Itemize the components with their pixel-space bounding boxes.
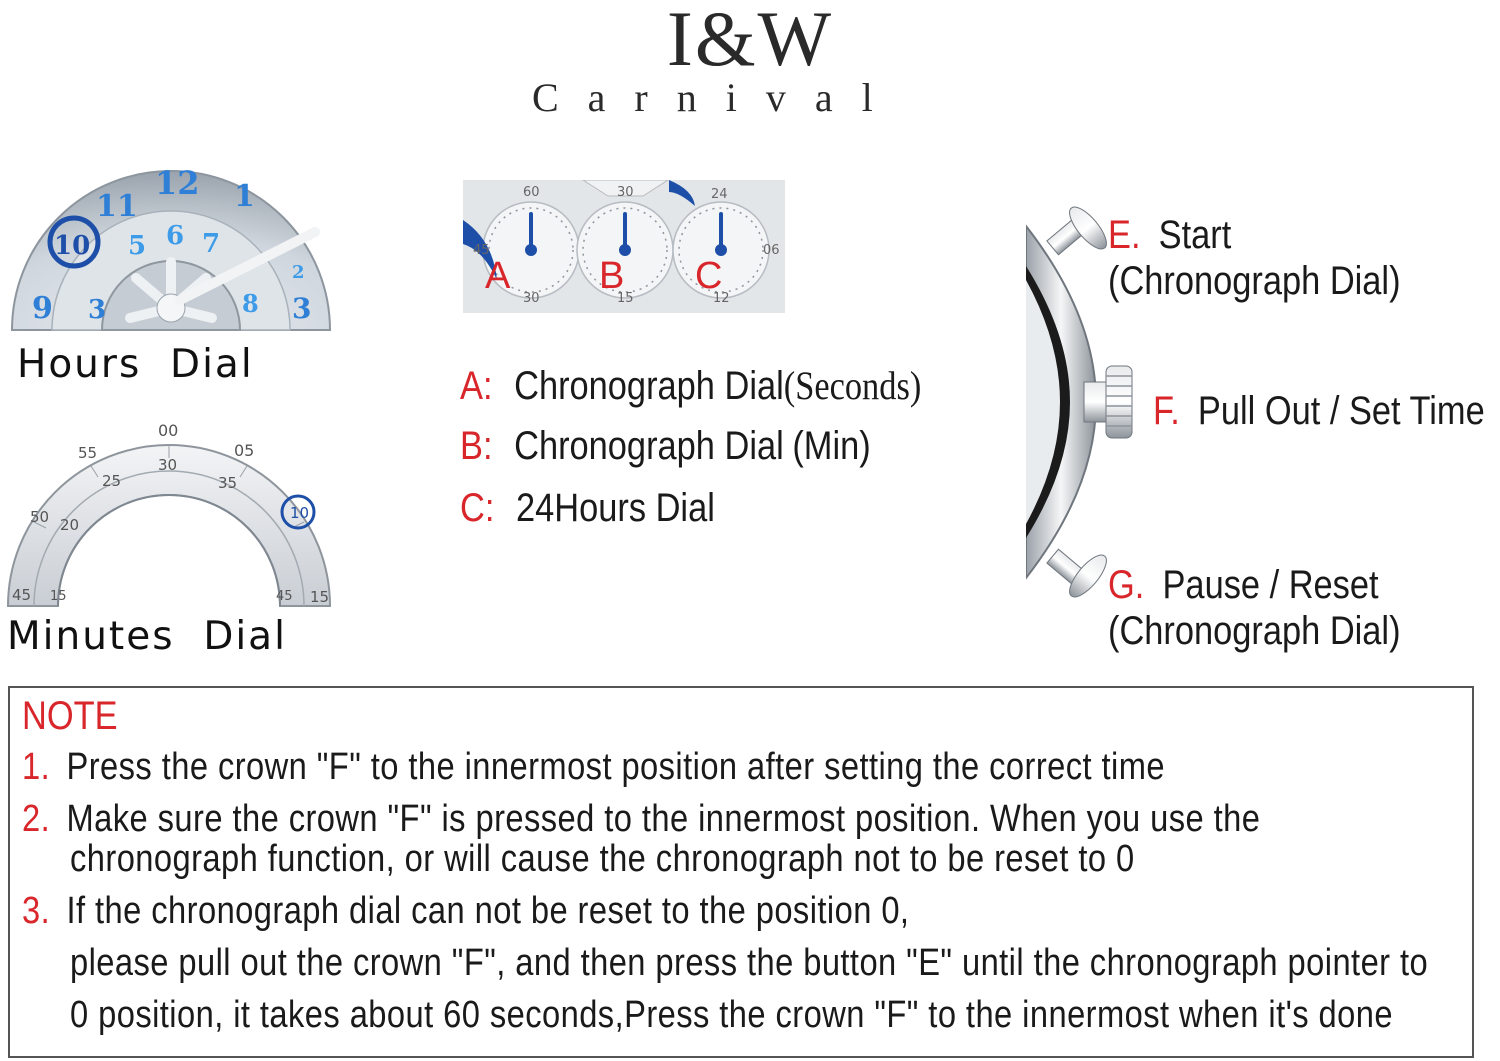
note-title: NOTE [22, 694, 118, 738]
button-e-text: Start [1158, 213, 1232, 257]
hours-dial-numeral: 2 [292, 262, 305, 283]
legend-text: Chronograph Dial [514, 424, 784, 468]
minutes-dial-illustration: 00 05 10 15 20 25 30 35 45 50 55 15 45 [6, 421, 332, 607]
legend-item-c: C: 24Hours Dial [460, 486, 715, 531]
hours-dial-numeral: 11 [96, 189, 138, 224]
button-e-key: E. [1108, 213, 1141, 257]
subdial-number: 06 [763, 243, 780, 258]
legend-key: A: [460, 364, 493, 408]
legend-text: Chronograph Dial [514, 364, 784, 408]
minutes-dial-label: Minutes Dial [7, 614, 287, 659]
note-text: Make sure the crown "F" is pressed to th… [66, 798, 1261, 840]
subdial-letter-c: C [695, 255, 722, 297]
minutes-dial-numeral: 35 [218, 474, 237, 492]
minutes-dial-numeral: 45 [276, 589, 293, 604]
note-item-3: 3. If the chronograph dial can not be re… [22, 890, 909, 933]
minutes-dial-numeral: 05 [234, 441, 254, 460]
minutes-dial-numeral: 20 [60, 516, 79, 534]
pusher-g[interactable] [1046, 548, 1112, 602]
legend-item-b: B: Chronograph Dial(Min) [460, 424, 871, 469]
subdial-letter-a: A [485, 255, 511, 297]
subdial-letter-b: B [599, 255, 624, 297]
hours-dial-numeral: 3 [88, 295, 106, 325]
minutes-dial-numeral: 10 [290, 504, 309, 522]
note-text: If the chronograph dial can not be reset… [66, 890, 910, 932]
minutes-dial-numeral: 50 [30, 508, 49, 526]
button-e-label: E. Start (Chronograph Dial) [1108, 212, 1401, 304]
note-text-continued: chronograph function, or will cause the … [70, 838, 1135, 880]
legend-key: B: [460, 424, 493, 468]
button-f-text: Pull Out / Set Time [1197, 389, 1485, 433]
note-text-continued: please pull out the crown "F", and then … [70, 942, 1429, 984]
minutes-dial-numeral: 15 [50, 589, 67, 604]
hours-dial-numeral: 10 [54, 231, 90, 261]
button-g-text: Pause / Reset [1162, 563, 1379, 607]
subdial-number: 30 [617, 185, 634, 200]
note-number: 3. [22, 890, 51, 932]
button-g-key: G. [1108, 563, 1145, 607]
hours-dial-label: Hours Dial [17, 342, 254, 387]
legend-extra: (Min) [792, 424, 871, 468]
minutes-dial-numeral: 55 [78, 444, 97, 462]
minutes-dial-numeral: 00 [158, 421, 178, 440]
minutes-dial-numeral: 45 [12, 586, 31, 604]
hours-dial-numeral: 8 [242, 289, 259, 318]
crown-f[interactable] [1083, 365, 1133, 439]
button-g-label: G. Pause / Reset (Chronograph Dial) [1108, 562, 1401, 654]
minutes-dial-numeral: 15 [310, 588, 329, 606]
minutes-dial-numeral: 25 [102, 472, 121, 490]
legend-extra: (Seconds) [783, 363, 922, 408]
button-f-key: F. [1153, 389, 1180, 433]
note-box [8, 686, 1474, 1058]
brand-logo: I&W [666, 0, 834, 82]
subdial-number: 24 [711, 187, 728, 202]
note-item-1: 1. Press the crown "F" to the innermost … [22, 746, 1165, 789]
hours-dial-numeral: 9 [32, 291, 53, 326]
button-g-sub: (Chronograph Dial) [1108, 609, 1401, 653]
hours-dial-numeral: 6 [166, 221, 184, 251]
subdial-number: 30 [523, 291, 540, 306]
watch-case-illustration [1026, 202, 1133, 602]
brand-name: Carnival [532, 75, 902, 120]
note-number: 2. [22, 798, 51, 840]
hours-dial-numeral: 7 [202, 229, 220, 259]
minutes-dial-numeral: 30 [158, 456, 177, 474]
hours-dial-numeral: 5 [128, 231, 146, 261]
subdial-number: 45 [473, 243, 490, 258]
button-f-label: F. Pull Out / Set Time [1153, 388, 1485, 434]
legend-item-a: A: Chronograph Dial(Seconds) [460, 362, 921, 409]
note-number: 1. [22, 746, 51, 788]
hours-dial-numeral: 3 [292, 292, 311, 325]
subdials-illustration: 60 30 24 30 15 12 45 06 A B C [463, 180, 785, 313]
note-text: Press the crown "F" to the innermost pos… [66, 746, 1165, 788]
note-text-continued: 0 position, it takes about 60 seconds,Pr… [70, 994, 1393, 1036]
hours-dial-numeral: 12 [155, 164, 200, 202]
button-e-sub: (Chronograph Dial) [1108, 259, 1401, 303]
legend-text: 24Hours Dial [516, 486, 715, 530]
hours-dial-illustration: 12 1 11 10 9 5 6 7 8 3 3 2 [10, 164, 332, 331]
note-item-2: 2. Make sure the crown "F" is pressed to… [22, 798, 1260, 841]
subdial-number: 12 [713, 291, 730, 306]
hours-dial-numeral: 1 [234, 179, 255, 214]
subdial-number: 15 [617, 291, 634, 306]
subdial-number: 60 [523, 185, 540, 200]
pusher-e[interactable] [1046, 202, 1112, 256]
legend-key: C: [460, 486, 495, 530]
